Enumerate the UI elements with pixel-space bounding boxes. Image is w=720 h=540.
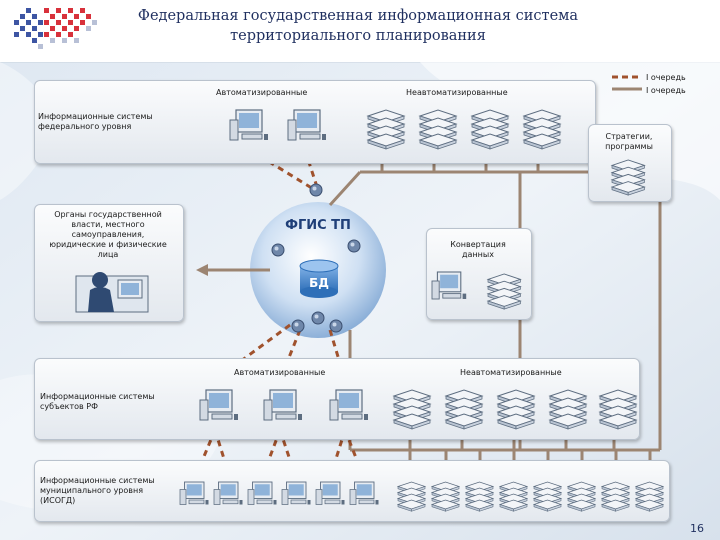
connector-node-icon [291,319,305,333]
workstation-icon [329,389,368,421]
organs-line-1: Органы государственной [54,210,162,219]
workstation-icon [263,389,302,421]
mosaic-logo-icon [14,8,97,49]
document-stack-icon [634,481,665,512]
document-stack-icon [522,109,562,150]
workstation-icon [281,481,311,505]
document-stack-icon [418,109,458,150]
federal-non-automated-label: Неавтоматизированные [406,88,508,97]
strategies-line-2: программы [605,142,653,151]
document-stack-icon [366,109,406,150]
connector-node-icon [329,319,343,333]
subjects-automated-label: Автоматизированные [234,368,326,377]
subjects-label: Информационные системы субъектов РФ [40,392,155,412]
conversion-line-2: данных [462,250,494,259]
federal-label-line-2: федерального уровня [38,122,132,131]
conversion-label: Конвертация данных [426,240,530,260]
title-line-1: Федеральная государственная информационн… [137,8,579,24]
organs-line-4: юридические и физические [49,240,167,249]
document-stack-icon [566,481,597,512]
document-stack-icon [396,481,427,512]
operator-icon [75,272,149,313]
document-stack-icon [470,109,510,150]
organs-label: Органы государственной власти, местного … [36,210,180,260]
municipal-panel [34,460,670,522]
municipal-line-3: (ИСОГД) [40,496,76,505]
workstation-icon [179,481,209,505]
title-line-2: территориального планирования [230,28,486,44]
subjects-label-line-2: субъектов РФ [40,402,98,411]
workstation-icon [229,109,268,141]
workstation-icon [247,481,277,505]
header-bar: Федеральная государственная информационн… [0,0,720,62]
connector-node-icon [311,311,325,325]
organs-line-2: власти, местного [71,220,145,229]
connector-node-icon [347,239,361,253]
municipal-label: Информационные системы муниципального ур… [40,476,155,506]
strategies-line-1: Стратегии, [605,132,653,141]
document-stack-icon [532,481,563,512]
municipal-line-2: муниципального уровня [40,486,144,495]
connector-node-icon [271,243,285,257]
workstation-icon [213,481,243,505]
workstation-icon [287,109,326,141]
workstation-icon [349,481,379,505]
workstation-icon [431,271,467,300]
municipal-line-1: Информационные системы [40,476,155,485]
conversion-line-1: Конвертация [450,240,506,249]
legend-stage1: I очередь [646,73,686,82]
document-stack-icon [600,481,631,512]
document-stack-icon [498,481,529,512]
document-stack-icon [464,481,495,512]
document-stack-icon [610,159,646,196]
document-stack-icon [430,481,461,512]
document-stack-icon [598,389,638,430]
workstation-icon [199,389,238,421]
organs-line-5: лица [97,250,119,259]
workstation-icon [315,481,345,505]
document-stack-icon [444,389,484,430]
federal-automated-label: Автоматизированные [216,88,308,97]
legend-stage2: I очередь [646,86,686,95]
strategies-label: Стратегии, программы [590,132,668,152]
db-label: БД [309,276,329,290]
legend-swatches [612,75,642,91]
document-stack-icon [486,273,522,310]
subjects-label-line-1: Информационные системы [40,392,155,401]
federal-label: Информационные системы федерального уров… [38,112,153,132]
document-stack-icon [496,389,536,430]
page-number: 16 [690,522,704,535]
connector-node-icon [309,183,323,197]
federal-label-line-1: Информационные системы [38,112,153,121]
slide-title: Федеральная государственная информационн… [108,6,608,46]
database-icon [299,259,339,298]
subjects-non-automated-label: Неавтоматизированные [460,368,562,377]
document-stack-icon [548,389,588,430]
fgis-label: ФГИС ТП [285,218,351,233]
document-stack-icon [392,389,432,430]
organs-line-3: самоуправления, [71,230,145,239]
